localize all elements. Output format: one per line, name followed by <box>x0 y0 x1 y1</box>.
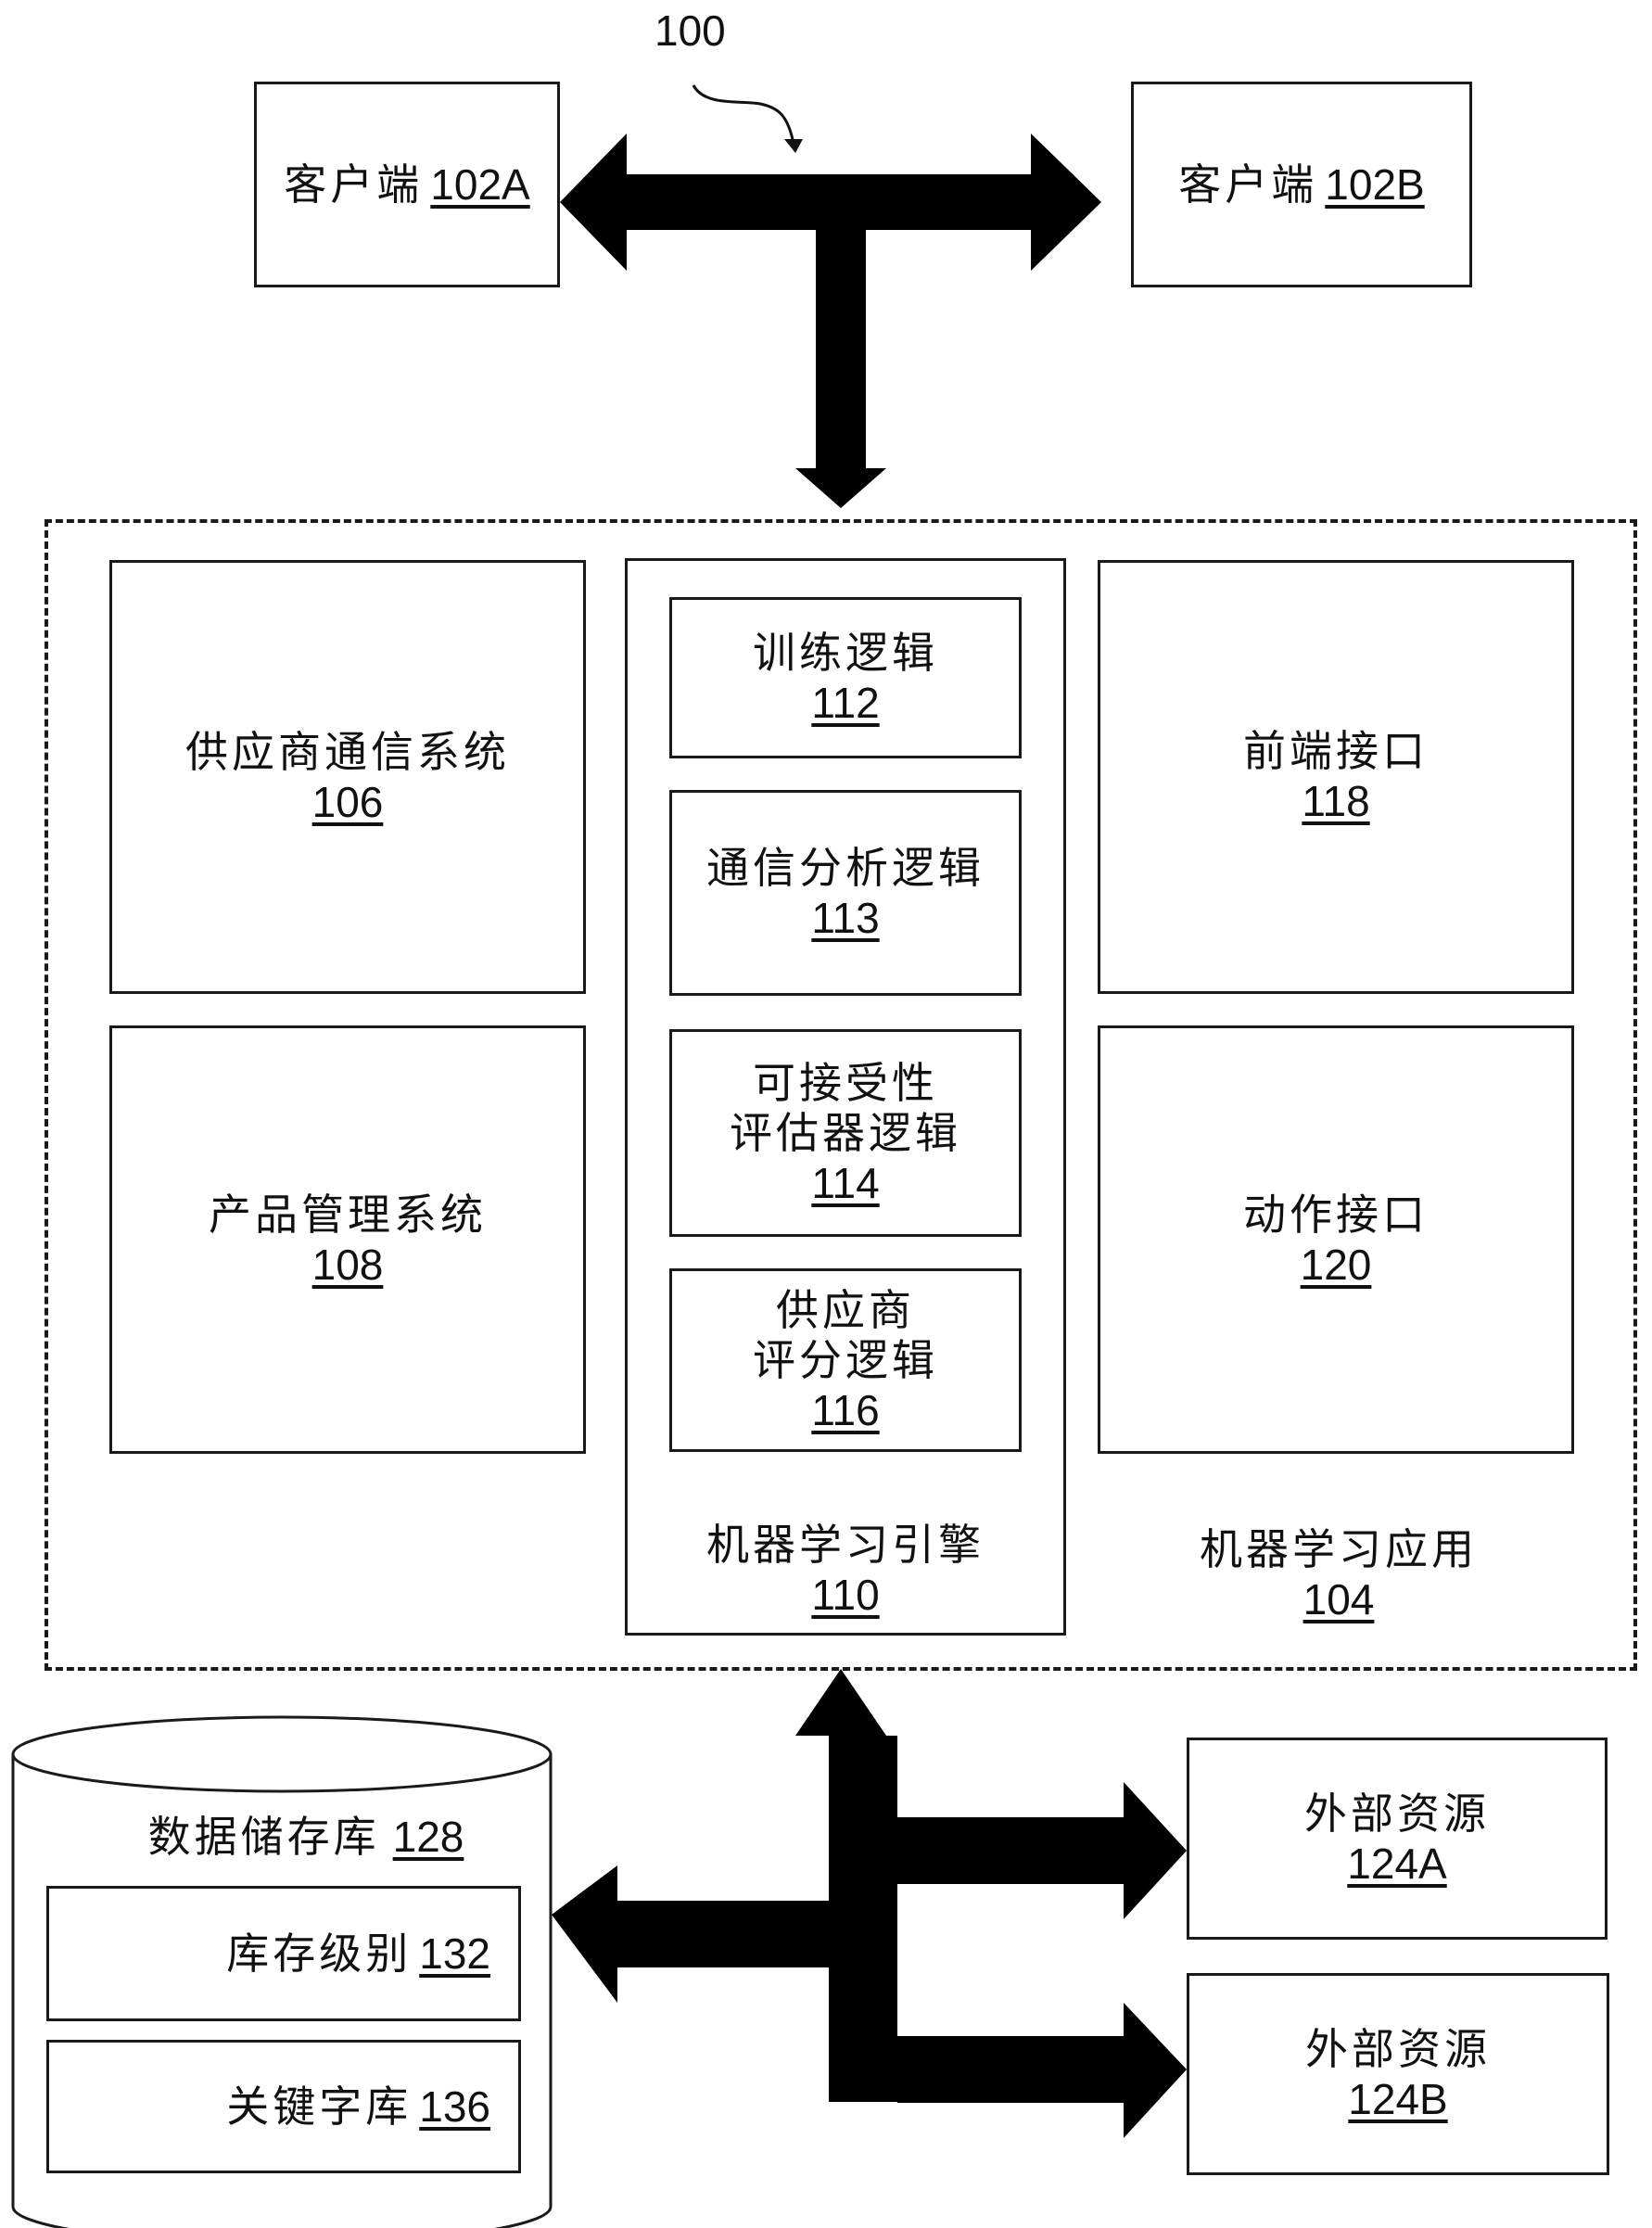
client-a-ref: 102A <box>430 160 530 209</box>
product-mgmt-system-box: 产品管理系统 108 <box>109 1025 586 1454</box>
acceptability-evaluator-label-1: 可接受性 <box>753 1058 938 1108</box>
acceptability-evaluator-label-2: 评估器逻辑 <box>730 1108 961 1158</box>
supplier-scoring-logic-label-2: 评分逻辑 <box>753 1335 938 1385</box>
supplier-comm-system-ref: 106 <box>311 778 384 826</box>
keyword-library-label: 关键字库 <box>226 2082 413 2132</box>
datastore-caption: 数据储存库 128 <box>74 1812 538 1862</box>
training-logic-label: 训练逻辑 <box>753 628 938 678</box>
acceptability-evaluator-ref: 114 <box>811 1159 880 1207</box>
front-end-interface-ref: 118 <box>1302 777 1370 825</box>
reference-leader-arrowhead <box>784 139 803 153</box>
supplier-comm-system-box: 供应商通信系统 106 <box>109 560 586 994</box>
client-a-box: 客户端 102A <box>254 82 560 287</box>
supplier-scoring-logic-ref: 116 <box>811 1386 880 1434</box>
reference-leader-line <box>692 84 795 145</box>
client-b-box: 客户端 102B <box>1131 82 1472 287</box>
external-resource-b-label: 外部资源 <box>1305 2024 1491 2074</box>
external-resource-b-box: 外部资源 124B <box>1187 1973 1609 2175</box>
datastore-cylinder-top <box>11 1715 553 1793</box>
bottom-trunk <box>829 1736 897 2102</box>
keyword-library-box: 关键字库 136 <box>46 2040 521 2173</box>
inventory-levels-label: 库存级别 <box>226 1929 413 1979</box>
datastore-ref: 128 <box>392 1813 464 1861</box>
external-a-arrow <box>897 1782 1187 1919</box>
external-resource-a-label: 外部资源 <box>1304 1789 1490 1839</box>
datastore-arrow <box>552 1865 829 2003</box>
inventory-levels-box: 库存级别 132 <box>46 1886 521 2021</box>
action-interface-box: 动作接口 120 <box>1098 1025 1574 1454</box>
external-resource-a-ref: 124A <box>1347 1840 1447 1888</box>
acceptability-evaluator-box: 可接受性 评估器逻辑 114 <box>669 1029 1022 1237</box>
front-end-interface-label: 前端接口 <box>1243 726 1429 776</box>
ml-application-container <box>44 519 1637 1671</box>
product-mgmt-system-ref: 108 <box>311 1241 384 1289</box>
external-resource-a-box: 外部资源 124A <box>1187 1738 1608 1940</box>
client-a-label: 客户端 <box>284 159 424 210</box>
external-resource-b-ref: 124B <box>1348 2075 1448 2123</box>
client-b-ref: 102B <box>1325 160 1425 209</box>
training-logic-box: 训练逻辑 112 <box>669 597 1022 758</box>
figure-reference-number: 100 <box>654 6 726 55</box>
product-mgmt-system-label: 产品管理系统 <box>209 1190 487 1240</box>
client-double-arrow <box>560 134 1101 271</box>
ml-engine-label: 机器学习引擎 <box>706 1520 985 1570</box>
inventory-levels-ref: 132 <box>419 1929 490 1978</box>
comm-analysis-logic-box: 通信分析逻辑 113 <box>669 790 1022 996</box>
supplier-scoring-logic-box: 供应商 评分逻辑 116 <box>669 1268 1022 1452</box>
ml-application-ref: 104 <box>1303 1575 1375 1623</box>
training-logic-ref: 112 <box>811 679 880 727</box>
supplier-comm-system-label: 供应商通信系统 <box>185 727 510 777</box>
client-to-app-arrow <box>795 230 886 508</box>
client-b-label: 客户端 <box>1178 159 1318 210</box>
external-b-arrow <box>897 2003 1187 2138</box>
front-end-interface-box: 前端接口 118 <box>1098 560 1574 994</box>
comm-analysis-logic-ref: 113 <box>811 894 880 942</box>
supplier-scoring-logic-label-1: 供应商 <box>776 1285 915 1335</box>
ml-engine-ref: 110 <box>811 1571 880 1619</box>
action-interface-label: 动作接口 <box>1243 1190 1429 1240</box>
comm-analysis-logic-label: 通信分析逻辑 <box>706 843 985 893</box>
ml-application-caption: 机器学习应用 104 <box>1125 1524 1552 1624</box>
keyword-library-ref: 136 <box>419 2082 490 2131</box>
datastore-label: 数据储存库 <box>147 1812 380 1862</box>
action-interface-ref: 120 <box>1300 1241 1372 1289</box>
ml-application-label: 机器学习应用 <box>1200 1524 1478 1574</box>
